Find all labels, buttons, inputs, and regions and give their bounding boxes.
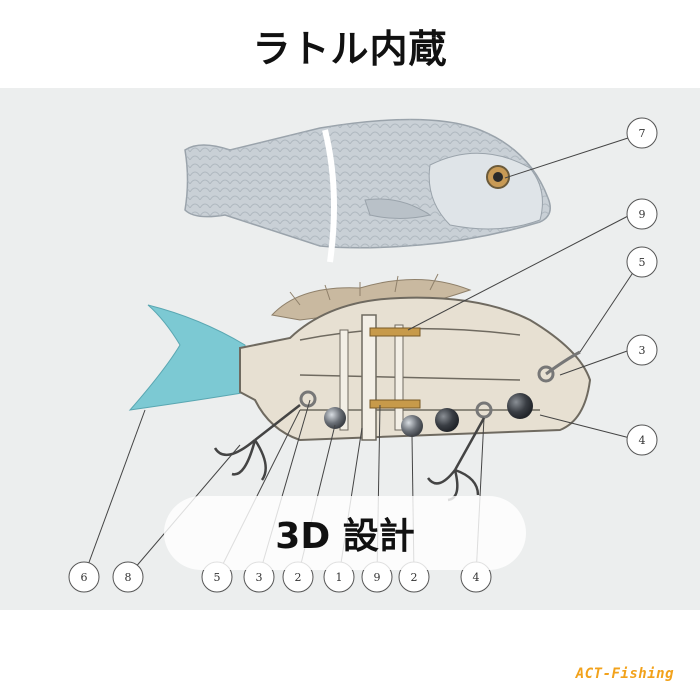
inner-frame: [239, 296, 592, 442]
svg-text:5: 5: [214, 571, 221, 584]
svg-text:9: 9: [639, 208, 646, 221]
treble-hook-front: [213, 404, 301, 481]
svg-text:2: 2: [411, 571, 418, 584]
callout-4: 4: [626, 424, 658, 456]
title: ラトル内蔵: [252, 27, 448, 71]
svg-text:9: 9: [374, 571, 381, 584]
callout-9: 9: [626, 198, 658, 230]
rattle-ball: [401, 415, 423, 437]
callout-5: 5: [626, 246, 658, 278]
svg-text:4: 4: [639, 434, 646, 447]
rattle-ball: [435, 408, 459, 432]
svg-text:4: 4: [473, 571, 480, 584]
rattle-ball: [324, 407, 346, 429]
fish-shell-top: [184, 118, 551, 263]
svg-text:3: 3: [256, 571, 263, 584]
svg-text:8: 8: [125, 571, 132, 584]
svg-text:7: 7: [639, 127, 646, 140]
callout-3: 3: [626, 334, 658, 366]
svg-text:2: 2: [295, 571, 302, 584]
svg-text:6: 6: [81, 571, 88, 584]
banner-text: 3D 設計: [275, 516, 415, 557]
callout-7: 7: [626, 117, 658, 149]
brand-logo: ACT-Fishing: [575, 666, 674, 682]
tail-fin: [128, 304, 249, 411]
svg-text:5: 5: [639, 256, 646, 269]
design-banner: 3D 設計: [164, 496, 526, 570]
rattle-ball: [507, 393, 533, 419]
svg-text:3: 3: [639, 344, 646, 357]
svg-text:1: 1: [336, 571, 343, 584]
